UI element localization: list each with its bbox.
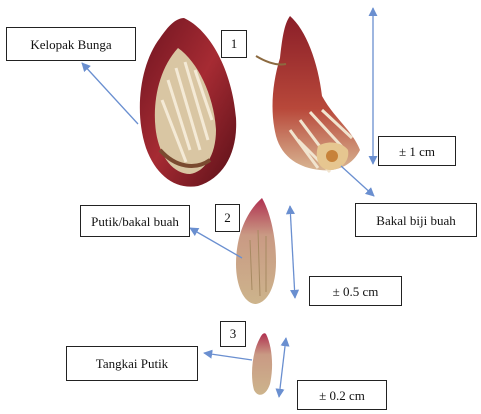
arrow-bakal-biji-buah — [341, 166, 374, 196]
measure-arrow-3 — [279, 338, 286, 397]
label-kelopak-bunga: Kelopak Bunga — [6, 27, 136, 61]
pistil-large-image — [236, 198, 276, 304]
measure-arrow-2 — [290, 206, 295, 298]
arrow-putik-bakal-buah — [190, 228, 242, 258]
arrow-tangkai-putik — [204, 353, 252, 360]
step-number-3: 3 — [220, 321, 246, 347]
label-putik-bakal-buah: Putik/bakal buah — [80, 205, 190, 237]
label-tangkai-putik: Tangkai Putik — [66, 346, 198, 381]
step-number-2: 2 — [215, 204, 240, 232]
measurement-1: ± 1 cm — [378, 136, 456, 166]
pistil-small-image — [252, 333, 272, 395]
label-bakal-biji-buah: Bakal biji buah — [355, 203, 477, 237]
measurement-3: ± 0.2 cm — [297, 380, 387, 410]
measurement-2: ± 0.5 cm — [309, 276, 402, 306]
flower-image — [256, 16, 360, 172]
step-number-1: 1 — [221, 30, 247, 58]
arrow-kelopak-bunga — [82, 63, 138, 124]
